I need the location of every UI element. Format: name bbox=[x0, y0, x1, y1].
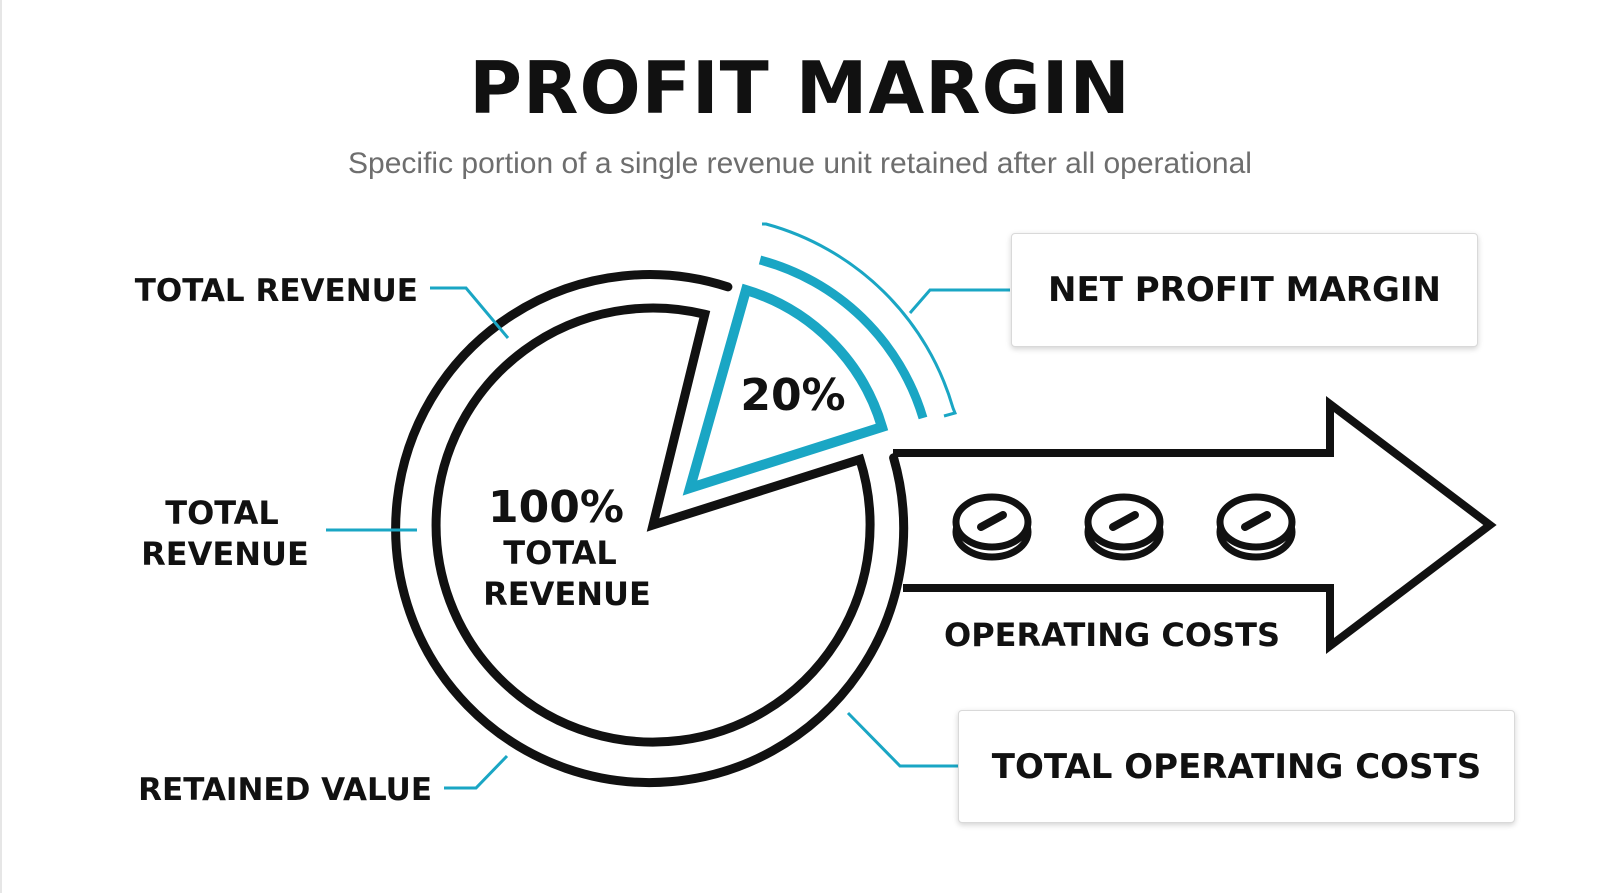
pie-body bbox=[431, 303, 875, 747]
coin-icon bbox=[1084, 493, 1164, 561]
center-percent: 100% bbox=[488, 482, 624, 533]
leader-net-profit-margin bbox=[908, 288, 1010, 314]
center-label-2: REVENUE bbox=[483, 575, 651, 613]
page-title: PROFIT MARGIN bbox=[469, 46, 1131, 130]
profit-slice-bracket bbox=[762, 222, 958, 418]
coin-icon bbox=[1216, 493, 1296, 561]
label-retained-value: RETAINED VALUE bbox=[138, 772, 432, 808]
profit-slice-outer-arc bbox=[758, 255, 928, 420]
profit-slice bbox=[682, 283, 889, 496]
leader-retained-value bbox=[444, 754, 509, 790]
slice-percent: 20% bbox=[740, 370, 845, 421]
label-operating-costs: OPERATING COSTS bbox=[944, 616, 1280, 654]
leader-total-revenue-top bbox=[430, 286, 510, 339]
center-label-1: TOTAL bbox=[503, 534, 617, 572]
total-operating-costs-callout: TOTAL OPERATING COSTS bbox=[958, 710, 1515, 823]
outer-ring bbox=[391, 270, 909, 787]
label-total-revenue-top: TOTAL REVENUE bbox=[135, 273, 418, 309]
coin-icon bbox=[952, 493, 1032, 561]
operating-costs-arrow bbox=[893, 395, 1497, 655]
label-total-revenue-left-1: TOTAL bbox=[165, 494, 279, 532]
page-subtitle: Specific portion of a single revenue uni… bbox=[348, 147, 1252, 180]
frame-edge bbox=[0, 0, 2, 893]
net-profit-margin-label: NET PROFIT MARGIN bbox=[1048, 270, 1441, 310]
total-operating-costs-label: TOTAL OPERATING COSTS bbox=[991, 746, 1482, 787]
label-total-revenue-left-2: REVENUE bbox=[141, 535, 309, 573]
net-profit-margin-callout: NET PROFIT MARGIN bbox=[1011, 233, 1478, 347]
leader-total-operating-costs bbox=[846, 711, 958, 768]
